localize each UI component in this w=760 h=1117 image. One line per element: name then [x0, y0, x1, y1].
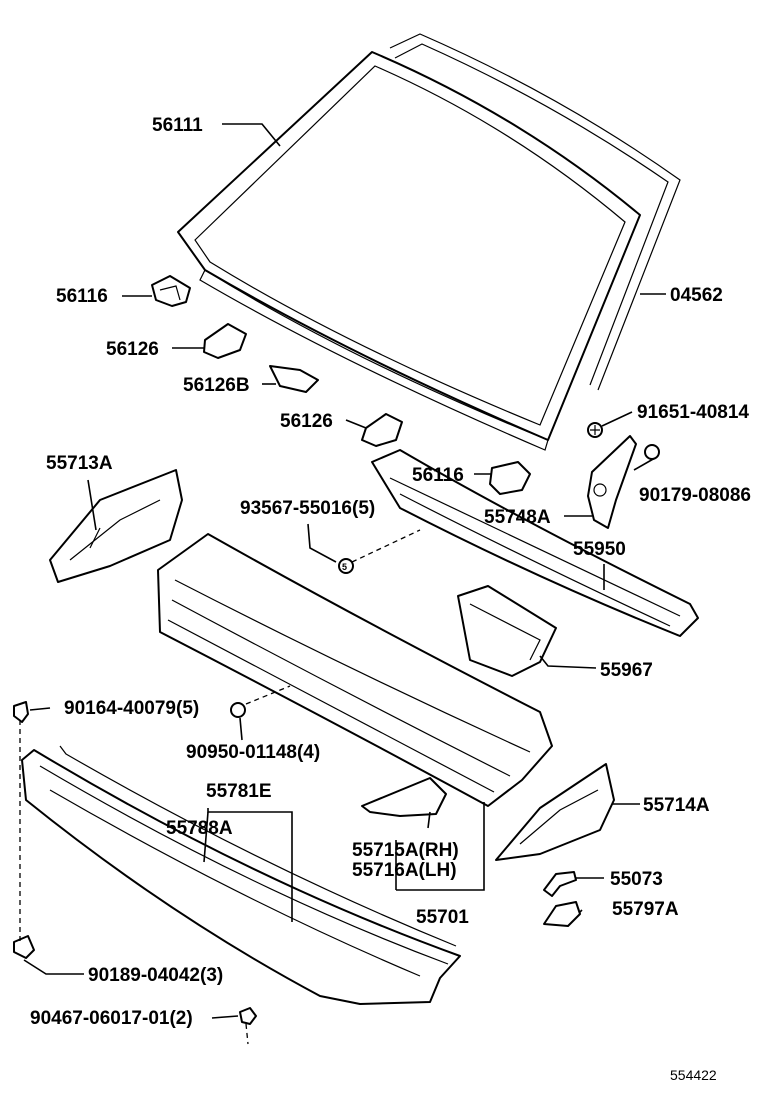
clip-90467-06017[interactable]	[239, 1007, 257, 1025]
label-55950: 55950	[573, 539, 626, 560]
clip-90189-04042[interactable]	[13, 935, 35, 959]
label-55748a: 55748A	[484, 507, 551, 528]
grommet-90950-01148[interactable]	[230, 702, 246, 718]
clip-90164-40079[interactable]	[13, 701, 29, 723]
windshield-moulding[interactable]	[389, 33, 681, 391]
label-90179-08086: 90179-08086	[639, 485, 751, 506]
label-55714a: 55714A	[643, 795, 710, 816]
spacer-56126-lower[interactable]	[361, 413, 403, 447]
clip-56116-right[interactable]	[489, 461, 531, 495]
label-55073: 55073	[610, 869, 663, 890]
clip-55073[interactable]	[543, 871, 577, 897]
bracket-55715a-55716a[interactable]	[361, 777, 447, 817]
label-56116-right: 56116	[412, 465, 464, 486]
spacer-56126b[interactable]	[269, 365, 319, 393]
label-55797a: 55797A	[612, 899, 679, 920]
label-56116-left: 56116	[56, 286, 108, 307]
duct-55967[interactable]	[457, 585, 557, 677]
windshield-glass[interactable]	[177, 51, 641, 451]
side-panel-55714a[interactable]	[495, 763, 615, 861]
part-labels: 56111 04562 56116 56126 56126B 56126 561…	[30, 115, 751, 1083]
bracket-55748a[interactable]	[587, 435, 637, 529]
side-panel-55713a[interactable]	[49, 469, 183, 583]
label-90164-40079: 90164-40079(5)	[64, 698, 199, 719]
label-56126b: 56126B	[183, 375, 250, 396]
label-93567-55016: 93567-55016(5)	[240, 498, 375, 519]
label-56126-upper: 56126	[106, 339, 159, 360]
label-55713a: 55713A	[46, 453, 113, 474]
cowl-louver-55781e[interactable]	[21, 745, 461, 1005]
retainer-93567-55016[interactable]: 5	[338, 558, 354, 574]
label-04562: 04562	[670, 285, 723, 306]
bolt-91651-40814[interactable]	[587, 422, 603, 438]
label-90950-01148: 90950-01148(4)	[186, 742, 320, 763]
label-90189-04042: 90189-04042(3)	[88, 965, 223, 986]
label-56111: 56111	[152, 115, 203, 136]
label-90467-06017-01: 90467-06017-01(2)	[30, 1008, 193, 1029]
label-55701: 55701	[416, 907, 469, 928]
nut-90179-08086[interactable]	[644, 444, 660, 460]
spacer-56126-upper[interactable]	[203, 323, 247, 359]
label-55781e: 55781E	[206, 781, 272, 802]
label-55967: 55967	[600, 660, 653, 681]
cowl-panel-55701[interactable]	[157, 533, 553, 807]
leader-lines	[19, 123, 666, 1045]
svg-text:5: 5	[342, 562, 347, 572]
label-55716a-lh: 55716A(LH)	[352, 860, 457, 881]
pad-55797a[interactable]	[543, 901, 581, 927]
label-55715a-rh: 55715A(RH)	[352, 840, 459, 861]
label-91651-40814: 91651-40814	[637, 402, 749, 423]
cowl-panel-55950[interactable]	[371, 449, 699, 637]
clip-56116-left[interactable]	[151, 275, 191, 307]
diagram-id: 554422	[670, 1067, 717, 1083]
label-56126-lower: 56126	[280, 411, 333, 432]
label-55788a: 55788A	[166, 818, 233, 839]
